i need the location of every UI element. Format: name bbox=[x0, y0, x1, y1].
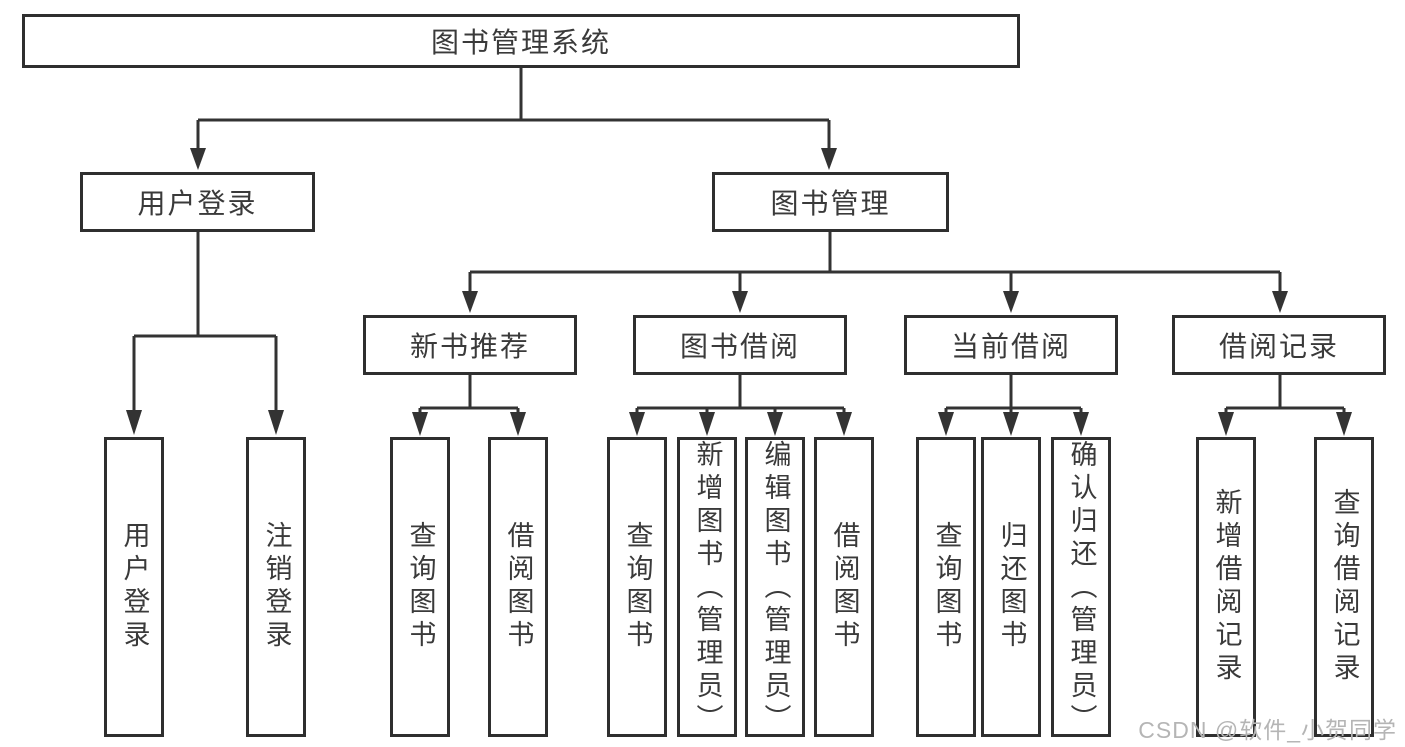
node-label: 新增图书（管理员） bbox=[692, 440, 723, 737]
watermark: CSDN @软件_小贺同学 bbox=[1138, 717, 1397, 743]
node-label: 归还图书 bbox=[996, 521, 1027, 653]
node-label: 图书管理系统 bbox=[430, 27, 611, 58]
node-label: 确认归还（管理员） bbox=[1066, 440, 1097, 737]
node-book-management: 图书管理 bbox=[712, 172, 949, 232]
node-label: 查询图书 bbox=[931, 521, 962, 653]
node-label: 图书借阅 bbox=[679, 331, 800, 362]
node-library-management-system: 图书管理系统 bbox=[22, 14, 1020, 68]
node-book-borrow: 图书借阅 bbox=[633, 315, 847, 375]
node-label: 注销登录 bbox=[261, 521, 292, 653]
node-label: 查询图书 bbox=[405, 521, 436, 653]
leaf-add-borrow-record: 新增借阅记录 bbox=[1196, 437, 1256, 737]
node-borrow-records: 借阅记录 bbox=[1172, 315, 1386, 375]
leaf-user-login: 用户登录 bbox=[104, 437, 164, 737]
node-new-book-recommend: 新书推荐 bbox=[363, 315, 577, 375]
node-label: 新增借阅记录 bbox=[1211, 488, 1242, 686]
arrowheads bbox=[126, 148, 1352, 436]
connector-paths bbox=[132, 68, 1346, 415]
leaf-edit-book-admin: 编辑图书（管理员） bbox=[745, 437, 805, 737]
node-label: 新书推荐 bbox=[409, 331, 530, 362]
leaf-query-book-borrow: 查询图书 bbox=[607, 437, 667, 737]
leaf-add-book-admin: 新增图书（管理员） bbox=[677, 437, 737, 737]
leaf-query-book-recommend: 查询图书 bbox=[390, 437, 450, 737]
leaf-query-book-current: 查询图书 bbox=[916, 437, 976, 737]
node-label: 编辑图书（管理员） bbox=[760, 440, 791, 737]
node-label: 借阅图书 bbox=[829, 521, 860, 653]
node-label: 查询图书 bbox=[622, 521, 653, 653]
node-label: 当前借阅 bbox=[950, 331, 1071, 362]
leaf-return-book: 归还图书 bbox=[981, 437, 1041, 737]
leaf-logout: 注销登录 bbox=[246, 437, 306, 737]
node-user-login: 用户登录 bbox=[80, 172, 315, 232]
node-label: 借阅图书 bbox=[503, 521, 534, 653]
node-label: 用户登录 bbox=[137, 188, 258, 219]
leaf-query-borrow-record: 查询借阅记录 bbox=[1314, 437, 1374, 737]
node-label: 借阅记录 bbox=[1218, 331, 1339, 362]
node-label: 用户登录 bbox=[119, 521, 150, 653]
leaf-borrow-book-recommend: 借阅图书 bbox=[488, 437, 548, 737]
node-current-borrow: 当前借阅 bbox=[904, 315, 1118, 375]
node-label: 图书管理 bbox=[770, 188, 891, 219]
leaf-borrow-book: 借阅图书 bbox=[814, 437, 874, 737]
node-label: 查询借阅记录 bbox=[1329, 488, 1360, 686]
leaf-confirm-return-admin: 确认归还（管理员） bbox=[1051, 437, 1111, 737]
